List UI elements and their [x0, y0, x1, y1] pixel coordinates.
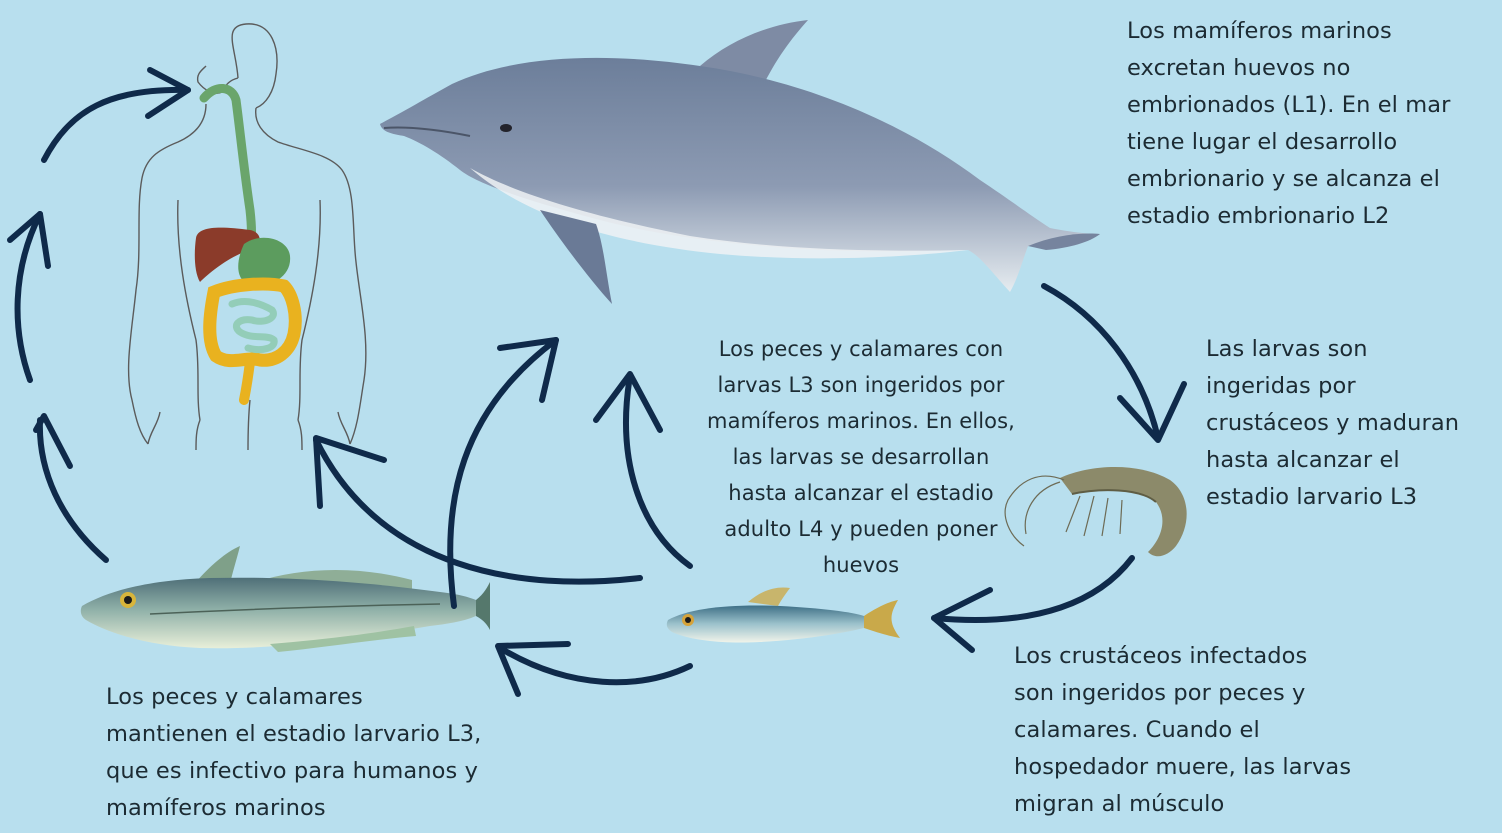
arrow-sardine-to-dolphin	[593, 371, 693, 569]
human-body-icon	[127, 23, 367, 451]
arrow-sardine-to-hake	[495, 641, 693, 697]
arrow-left-top	[41, 67, 191, 163]
arrow-shrimp-to-sardine	[931, 555, 1135, 653]
arrow-hake-to-dolphin	[447, 337, 559, 609]
caption-crustacean-ingestion: Las larvas son ingeridas por crustáceos …	[1206, 336, 1460, 510]
arrow-left-middle	[7, 211, 51, 383]
caption-fish-maintain-l3: Los peces y calamares mantienen el estad…	[106, 684, 482, 821]
arrow-sardine-to-human	[313, 435, 643, 585]
caption-infected-crustaceans: Los crustáceos infectados son ingeridos …	[1014, 643, 1352, 817]
arrow-dolphin-to-shrimp	[1041, 283, 1187, 443]
shrimp-icon	[1004, 467, 1187, 557]
caption-marine-mammals: Los mamíferos marinos excretan huevos no…	[1127, 18, 1451, 229]
arrow-fish-to-human	[33, 413, 109, 563]
sardine-icon	[666, 587, 900, 643]
caption-fish-to-mammals: Los peces y calamares con larvas L3 son …	[707, 337, 1015, 577]
hake-fish-icon	[80, 546, 490, 652]
cycle-arrows	[7, 67, 1187, 697]
dolphin-icon	[380, 20, 1100, 304]
